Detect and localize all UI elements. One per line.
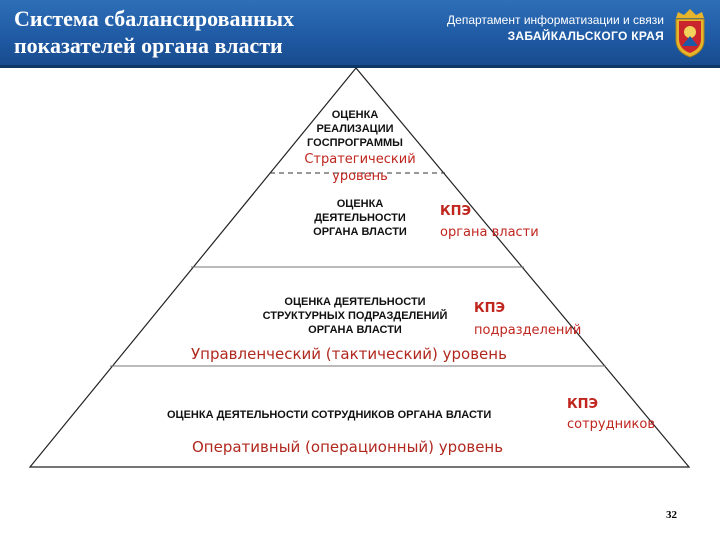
strategic-level-line-2: уровень [332,169,388,184]
strategic-assessment-line-2: РЕАЛИЗАЦИИ [316,123,394,135]
strategic-assessment-label: ОЦЕНКА РЕАЛИЗАЦИИ ГОСПРОГРАММЫ [290,108,420,150]
title-line-1: Система сбалансированных [14,6,295,31]
department-line-2: ЗАБАЙКАЛЬСКОГО КРАЯ [507,29,664,43]
department-line-1: Департамент информатизации и связи [447,13,664,27]
strategic-level-line-1: Стратегический [304,152,416,167]
division-kpi-subtitle: подразделений [474,323,582,338]
division-assessment-label: ОЦЕНКА ДЕЯТЕЛЬНОСТИ СТРУКТУРНЫХ ПОДРАЗДЕ… [240,295,470,337]
division-assessment-line-1: ОЦЕНКА ДЕЯТЕЛЬНОСТИ [284,296,426,308]
operational-level-label: Оперативный (операционный) уровень [192,438,504,456]
org-assessment-line-2: ДЕЯТЕЛЬНОСТИ [314,212,406,224]
page-number: 32 [666,509,677,521]
strategic-level-label: Стратегический уровень [290,151,430,185]
slide-title: Система сбалансированных показателей орг… [14,5,374,59]
tactical-level-label: Управленческий (тактический) уровень [191,345,507,363]
employee-assessment-label: ОЦЕНКА ДЕЯТЕЛЬНОСТИ СОТРУДНИКОВ ОРГАНА В… [167,409,492,421]
header-bar: Система сбалансированных показателей орг… [0,0,720,68]
strategic-assessment-line-1: ОЦЕНКА [331,109,379,121]
org-kpi-title: КПЭ [440,204,472,219]
division-assessment-line-2: СТРУКТУРНЫХ ПОДРАЗДЕЛЕНИЙ [262,310,448,322]
org-kpi-subtitle: органа власти [440,225,539,240]
org-assessment-line-1: ОЦЕНКА [336,198,384,210]
division-assessment-line-3: ОРГАНА ВЛАСТИ [308,324,402,336]
division-kpi-title: КПЭ [474,301,506,316]
strategic-assessment-line-3: ГОСПРОГРАММЫ [307,137,403,149]
title-line-2: показателей органа власти [14,33,283,58]
employee-kpi-subtitle: сотрудников [567,417,656,432]
org-assessment-line-3: ОРГАНА ВЛАСТИ [313,226,407,238]
coat-of-arms-emblem [675,9,705,58]
department-name: Департамент информатизации и связи ЗАБАЙ… [447,12,664,44]
org-assessment-label: ОЦЕНКА ДЕЯТЕЛЬНОСТИ ОРГАНА ВЛАСТИ [295,197,425,239]
employee-kpi-title: КПЭ [567,397,599,412]
